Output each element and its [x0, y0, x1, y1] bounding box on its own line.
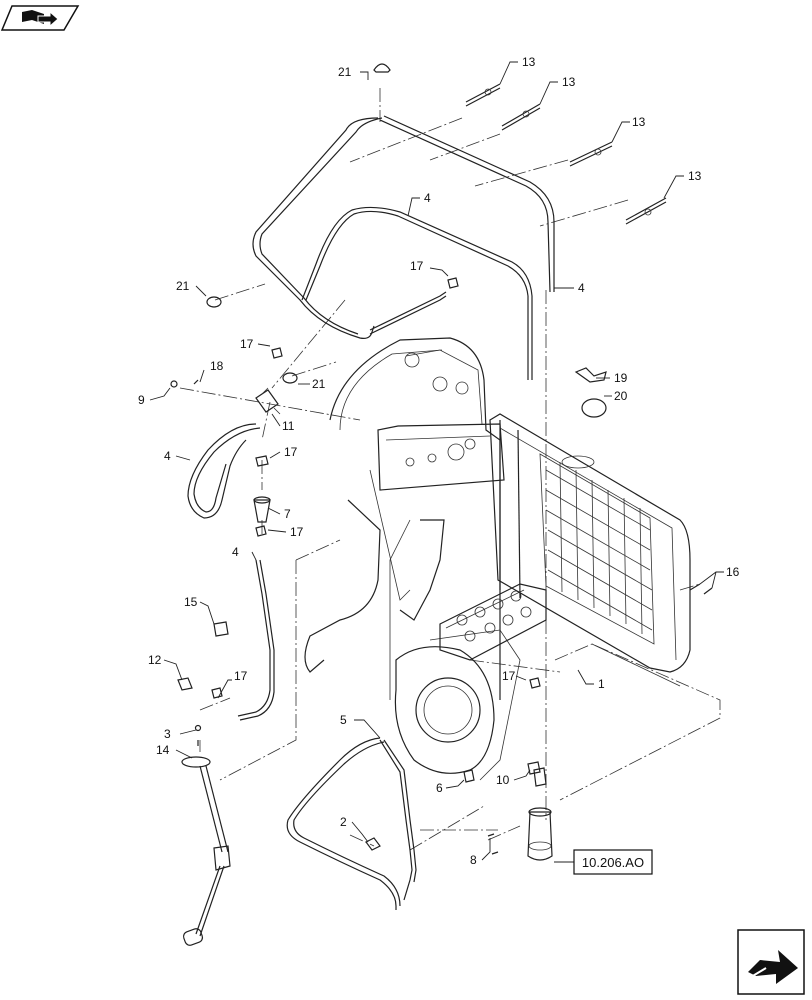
radiator-core-grid [545, 461, 653, 635]
callout-10: 10 [496, 773, 510, 787]
callout-13-4: 13 [688, 169, 702, 183]
hose-left-loop [187, 423, 261, 519]
dipstick-tube [181, 756, 231, 946]
reference-link[interactable]: 10.206.AO [573, 849, 653, 875]
callout-17-bottom: 17 [234, 669, 248, 683]
callout-17-mid: 17 [240, 337, 254, 351]
radiator [489, 413, 691, 687]
callout-7: 7 [284, 507, 291, 521]
callout-19: 19 [614, 371, 628, 385]
back-nav-button[interactable] [0, 5, 80, 31]
callout-18: 18 [210, 359, 224, 373]
callouts: 21 13 13 13 13 4 4 21 17 17 21 19 20 18 … [138, 55, 740, 867]
filter-canister [527, 767, 553, 861]
callout-1: 1 [598, 677, 605, 691]
callout-12: 12 [148, 653, 162, 667]
engine-frame [304, 337, 521, 781]
callout-21-top: 21 [338, 65, 352, 79]
callout-21-mid: 21 [312, 377, 326, 391]
callout-4-inner: 4 [424, 191, 431, 205]
callout-17-filter: 17 [284, 445, 298, 459]
hose-outer-loop [252, 115, 555, 339]
callout-13-3: 13 [632, 115, 646, 129]
callout-5: 5 [340, 713, 347, 727]
hose-lower-left [237, 559, 275, 721]
hose-5-loop [286, 737, 417, 910]
callout-17-right: 17 [502, 669, 516, 683]
callout-21-left: 21 [176, 279, 190, 293]
callout-2: 2 [340, 815, 347, 829]
hose-inner-loop [301, 206, 533, 380]
callout-15: 15 [184, 595, 198, 609]
callout-8: 8 [470, 853, 477, 867]
centerlines [179, 88, 721, 851]
next-page-button[interactable] [737, 929, 805, 995]
leader-lines [149, 61, 724, 863]
callout-9: 9 [138, 393, 145, 407]
callout-4-left: 4 [164, 449, 171, 463]
callout-6: 6 [436, 781, 443, 795]
callout-14: 14 [156, 743, 170, 757]
callout-3: 3 [164, 727, 171, 741]
callout-4-right: 4 [578, 281, 585, 295]
callout-13-1: 13 [522, 55, 536, 69]
callout-13-2: 13 [562, 75, 576, 89]
callout-4-lower: 4 [232, 545, 239, 559]
callout-17-lower: 17 [290, 525, 304, 539]
small-parts [170, 63, 713, 855]
callout-17-upper: 17 [410, 259, 424, 273]
callout-11: 11 [282, 419, 295, 433]
reference-label: 10.206.AO [582, 855, 644, 870]
callout-20: 20 [614, 389, 628, 403]
next-page-arrow-icon [745, 950, 798, 984]
callout-16: 16 [726, 565, 740, 579]
book-back-arrow-icon [22, 10, 59, 28]
